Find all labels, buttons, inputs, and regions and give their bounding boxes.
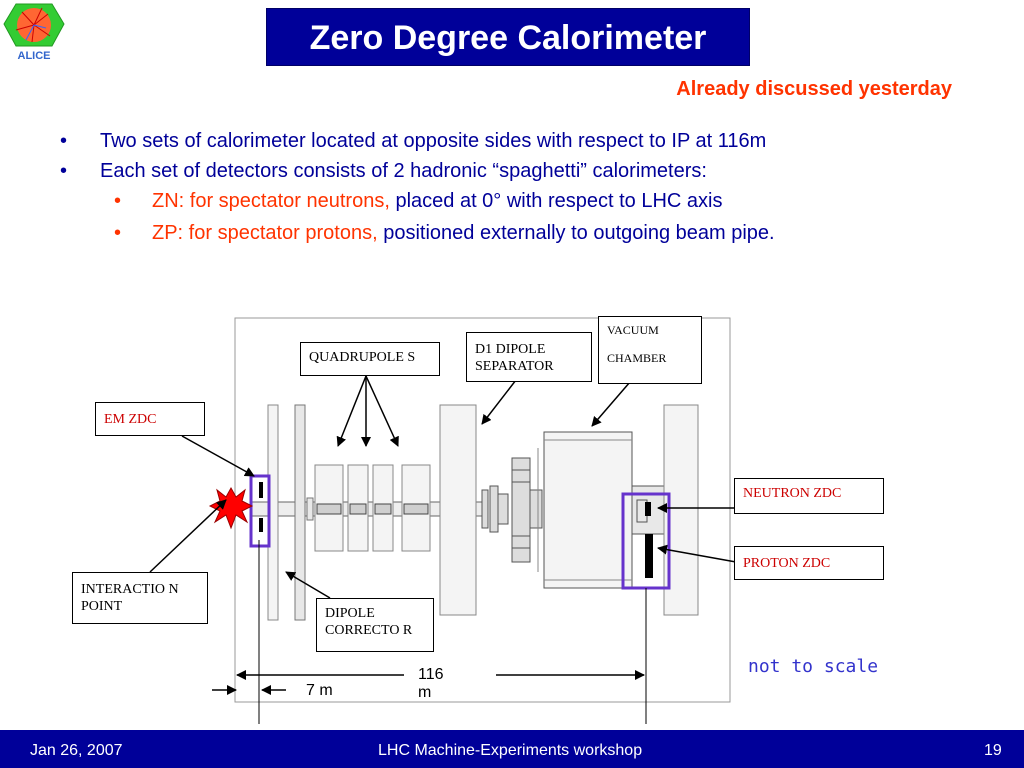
distance-116m-label: 116 m xyxy=(418,666,444,701)
alice-logo: ALICE xyxy=(2,2,66,62)
title-banner: Zero Degree Calorimeter xyxy=(266,8,750,66)
footer-date: Jan 26, 2007 xyxy=(30,742,123,759)
slide-title: Zero Degree Calorimeter xyxy=(309,19,707,57)
bullet-list: • Two sets of calorimeter located at opp… xyxy=(56,130,1016,254)
em-zdc-block-bottom xyxy=(259,518,263,532)
distance-7m-label: 7 m xyxy=(306,682,333,699)
proton-zdc-label: PROTON ZDC xyxy=(734,546,884,580)
not-to-scale-note: not to scale xyxy=(748,656,879,677)
quadrupole-arrow xyxy=(365,375,399,447)
bullet-glyph: • xyxy=(60,160,68,182)
bullet-item: • Each set of detectors consists of 2 ha… xyxy=(56,160,1016,190)
bullet-glyph: • xyxy=(114,190,122,212)
dipole-corrector-label: DIPOLE CORRECTO R xyxy=(316,598,434,652)
d1-dipole-plate xyxy=(439,404,477,616)
alice-logo-text: ALICE xyxy=(18,50,51,62)
bullet-glyph: • xyxy=(60,130,68,152)
beam-collimators xyxy=(294,404,314,621)
bullet-item: • Two sets of calorimeter located at opp… xyxy=(56,130,1016,160)
sub-bullet-blue-text: placed at 0° with respect to LHC axis xyxy=(389,190,723,212)
sub-bullet-red-text: ZN: for spectator neutrons, xyxy=(152,190,390,212)
sub-bullet-blue-text: positioned externally to outgoing beam p… xyxy=(377,222,775,244)
em-zdc-block-top xyxy=(259,482,263,498)
sub-bullet-red-text: ZP: for spectator protons, xyxy=(152,222,378,244)
quadrupoles-label: QUADRUPOLE S xyxy=(300,342,440,376)
slide-subtitle: Already discussed yesterday xyxy=(676,78,952,100)
quadrupole-cores xyxy=(316,503,429,515)
proton-zdc-arrow xyxy=(657,544,737,563)
em-zdc-frame xyxy=(249,474,271,548)
quadrupole-arrow xyxy=(336,375,367,447)
em-zdc-label: EM ZDC xyxy=(95,402,205,436)
bullet-text: Two sets of calorimeter located at oppos… xyxy=(100,130,767,152)
vacuum-label-line2: CHAMBER xyxy=(607,351,667,365)
vacuum-label-line1: VACUUM xyxy=(607,323,659,337)
vacuum-chamber-arrow xyxy=(591,381,631,427)
interaction-point-arrow xyxy=(149,499,227,573)
footer-page-number: 19 xyxy=(984,742,1002,759)
footer-bar: Jan 26, 2007 LHC Machine-Experiments wor… xyxy=(0,730,1024,768)
pipe-flanges xyxy=(481,457,543,563)
interaction-point-label: INTERACTIO N POINT xyxy=(72,572,208,624)
em-zdc-arrow xyxy=(181,435,255,477)
bullet-text: Each set of detectors consists of 2 hadr… xyxy=(100,160,707,182)
vacuum-chamber-label: VACUUM CHAMBER xyxy=(598,316,702,384)
neutron-zdc-block xyxy=(645,502,651,516)
d1-dipole-label: D1 DIPOLE SEPARATOR xyxy=(466,332,592,382)
vacuum-chamber xyxy=(543,431,633,589)
proton-zdc-block xyxy=(645,534,653,578)
sub-bullet-item: • ZN: for spectator neutrons, placed at … xyxy=(56,190,1016,222)
neutron-zdc-label: NEUTRON ZDC xyxy=(734,478,884,514)
dipole-corrector-arrow xyxy=(285,571,331,599)
sub-bullet-item: • ZP: for spectator protons, positioned … xyxy=(56,222,1016,254)
bullet-glyph: • xyxy=(114,222,122,244)
interaction-point-marker xyxy=(208,486,254,530)
d1-dipole-arrow xyxy=(481,379,517,425)
footer-event: LHC Machine-Experiments workshop xyxy=(378,742,643,759)
